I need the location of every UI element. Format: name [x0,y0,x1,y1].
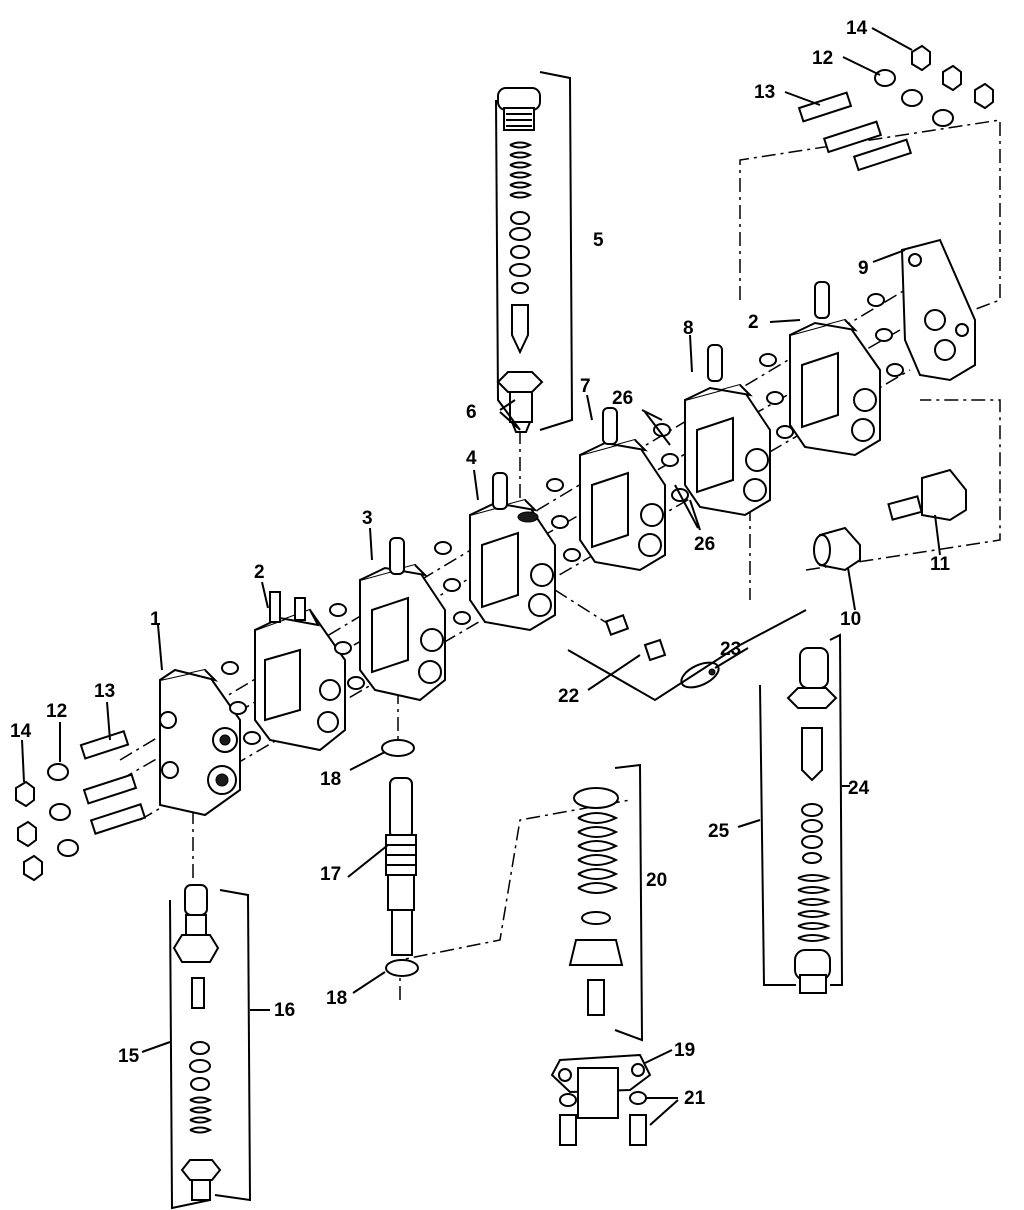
part-20-spring-group [568,787,624,1016]
callout-18-lower: 18 [326,988,347,1009]
group-brackets [169,71,844,1210]
callout-19: 19 [674,1040,695,1061]
part-19-cap [550,1053,652,1119]
part-10-plug [813,526,861,572]
callout-5: 5 [593,230,604,251]
leader-lines [21,27,941,1126]
callout-10: 10 [840,609,861,630]
callout-4: 4 [466,448,477,469]
callout-labels: 1 2 3 4 5 6 7 8 2 9 10 11 12 12 13 13 14… [10,18,951,1109]
callout-8: 8 [683,318,694,339]
top-right-studs-washers-nuts [797,44,994,172]
part-8-section [684,344,771,517]
part-3-section [359,537,446,702]
part-18-o-ring-lower [385,959,419,977]
part-7-section [579,407,666,572]
callout-14-left: 14 [10,721,32,742]
callout-6: 6 [466,402,477,423]
callout-15: 15 [118,1046,140,1067]
o-rings [221,293,904,745]
callout-12-left: 12 [46,701,67,722]
part-24-25-relief-valve [786,647,838,994]
callout-13-left: 13 [94,681,115,702]
callout-17: 17 [320,864,341,885]
callout-21: 21 [684,1088,706,1109]
callout-26-upper: 26 [612,388,633,409]
callout-20: 20 [646,870,667,891]
callout-14-top: 14 [846,18,868,39]
part-5-relief-valve [497,87,541,355]
callout-24: 24 [848,778,870,799]
assembly-axis-lines [119,119,1001,1000]
part-17-spool [385,777,417,956]
callout-16: 16 [274,1000,295,1021]
part-9-outlet-cover [900,238,976,382]
part-11-fitting [887,468,967,522]
callout-2-left: 2 [254,562,265,583]
callout-1: 1 [150,609,161,630]
part-1-inlet-cover [159,668,241,817]
part-22-spring [604,614,667,662]
part-23-detent-plug [680,661,720,689]
part-4-section [469,472,556,632]
part-6-valve-seat [496,371,544,433]
left-studs-washers-nuts [15,729,147,882]
part-2-section-left [254,591,346,752]
callout-22: 22 [558,686,579,707]
callout-18-upper: 18 [320,769,341,790]
callout-13-top: 13 [754,82,775,103]
part-15-16-relief-valve [172,884,222,1201]
callout-12-top: 12 [812,48,833,69]
callout-9: 9 [858,258,869,279]
callout-2-right: 2 [748,312,759,333]
callout-25: 25 [708,821,730,842]
callout-11: 11 [930,554,951,575]
part-18-o-ring-upper [381,739,415,757]
callout-3: 3 [362,508,373,529]
callout-23: 23 [720,639,741,660]
callout-26-lower: 26 [694,534,715,555]
callout-7: 7 [580,376,591,397]
part-21-screws [559,1091,647,1146]
part-2-section-right [789,281,881,457]
